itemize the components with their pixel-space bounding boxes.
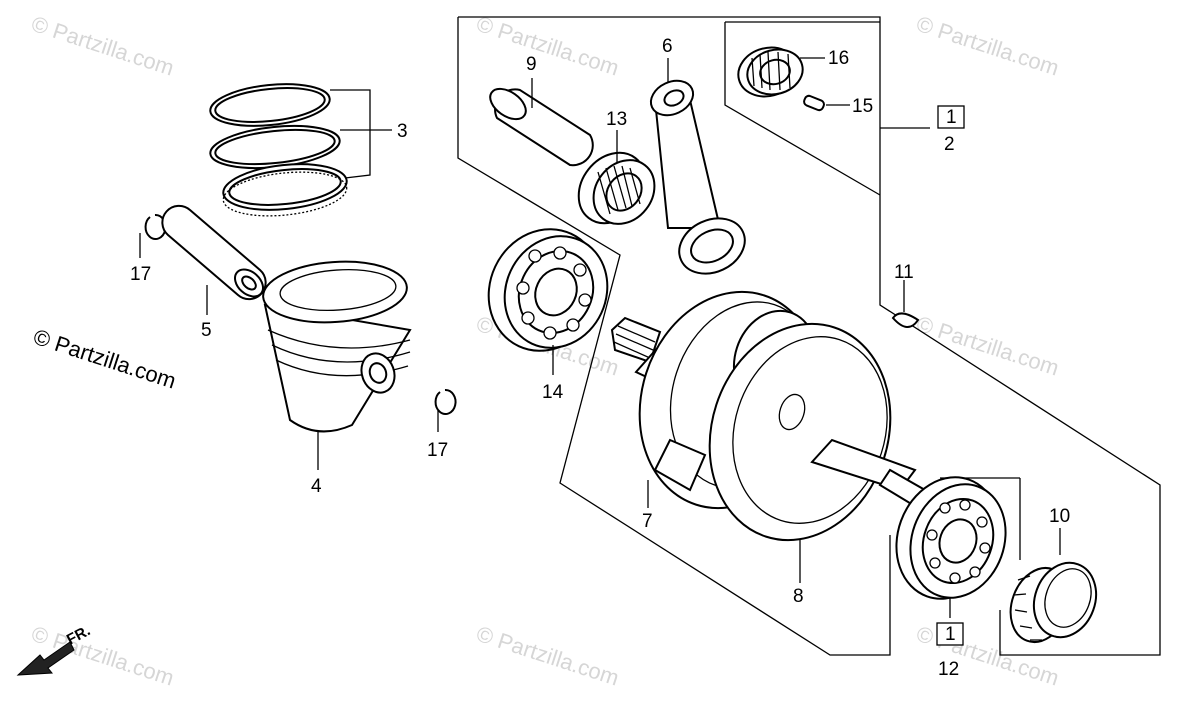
box-label-b-text: 1 (945, 624, 956, 645)
watermark: © Partzilla.com (913, 311, 1062, 381)
callout-7: 7 (642, 511, 653, 532)
crank-pin (489, 87, 594, 167)
callout-8: 8 (793, 586, 804, 607)
connecting-rod (649, 79, 746, 275)
assembly-boundary-lines (457, 16, 1161, 656)
piston (262, 260, 412, 433)
callout-12: 12 (938, 659, 959, 680)
ball-bearing-right (895, 476, 1007, 600)
box-label-b (936, 622, 964, 646)
callout-13: 13 (606, 109, 627, 130)
piston-pin-clip-right (434, 388, 457, 415)
piston-pin (161, 204, 267, 301)
watermark: © Partzilla.com (473, 11, 622, 81)
callout-17-left: 17 (130, 264, 151, 285)
callout-3: 3 (397, 121, 408, 142)
callout-10: 10 (1049, 506, 1070, 527)
crankshaft (610, 290, 927, 542)
callout-2: 2 (944, 134, 955, 155)
box-label-a-text: 1 (946, 107, 957, 128)
callout-4: 4 (311, 476, 322, 497)
callout-9: 9 (526, 54, 537, 75)
watermark: © Partzilla.com (473, 621, 622, 691)
piston-rings (209, 83, 348, 217)
needle-bearing-small (737, 46, 804, 98)
box-label-a (937, 105, 965, 129)
part-callouts: 2 3 4 5 6 7 8 9 10 11 12 13 14 15 16 17 … (130, 36, 1070, 680)
callout-6: 6 (662, 36, 673, 57)
woodruff-key (891, 312, 920, 328)
callout-14: 14 (542, 382, 564, 403)
crank-pin-small (803, 94, 825, 112)
callout-5: 5 (201, 320, 212, 341)
callout-16: 16 (828, 48, 849, 69)
callout-17-right: 17 (427, 440, 448, 461)
needle-bearing (577, 151, 656, 225)
credit-text: © Partzilla.com (30, 324, 179, 394)
watermark: © Partzilla.com (28, 11, 177, 81)
watermark: © Partzilla.com (913, 11, 1062, 81)
callout-15: 15 (852, 96, 873, 117)
sprocket (1009, 561, 1098, 643)
ball-bearing-left (487, 228, 609, 352)
callout-11: 11 (894, 262, 914, 283)
